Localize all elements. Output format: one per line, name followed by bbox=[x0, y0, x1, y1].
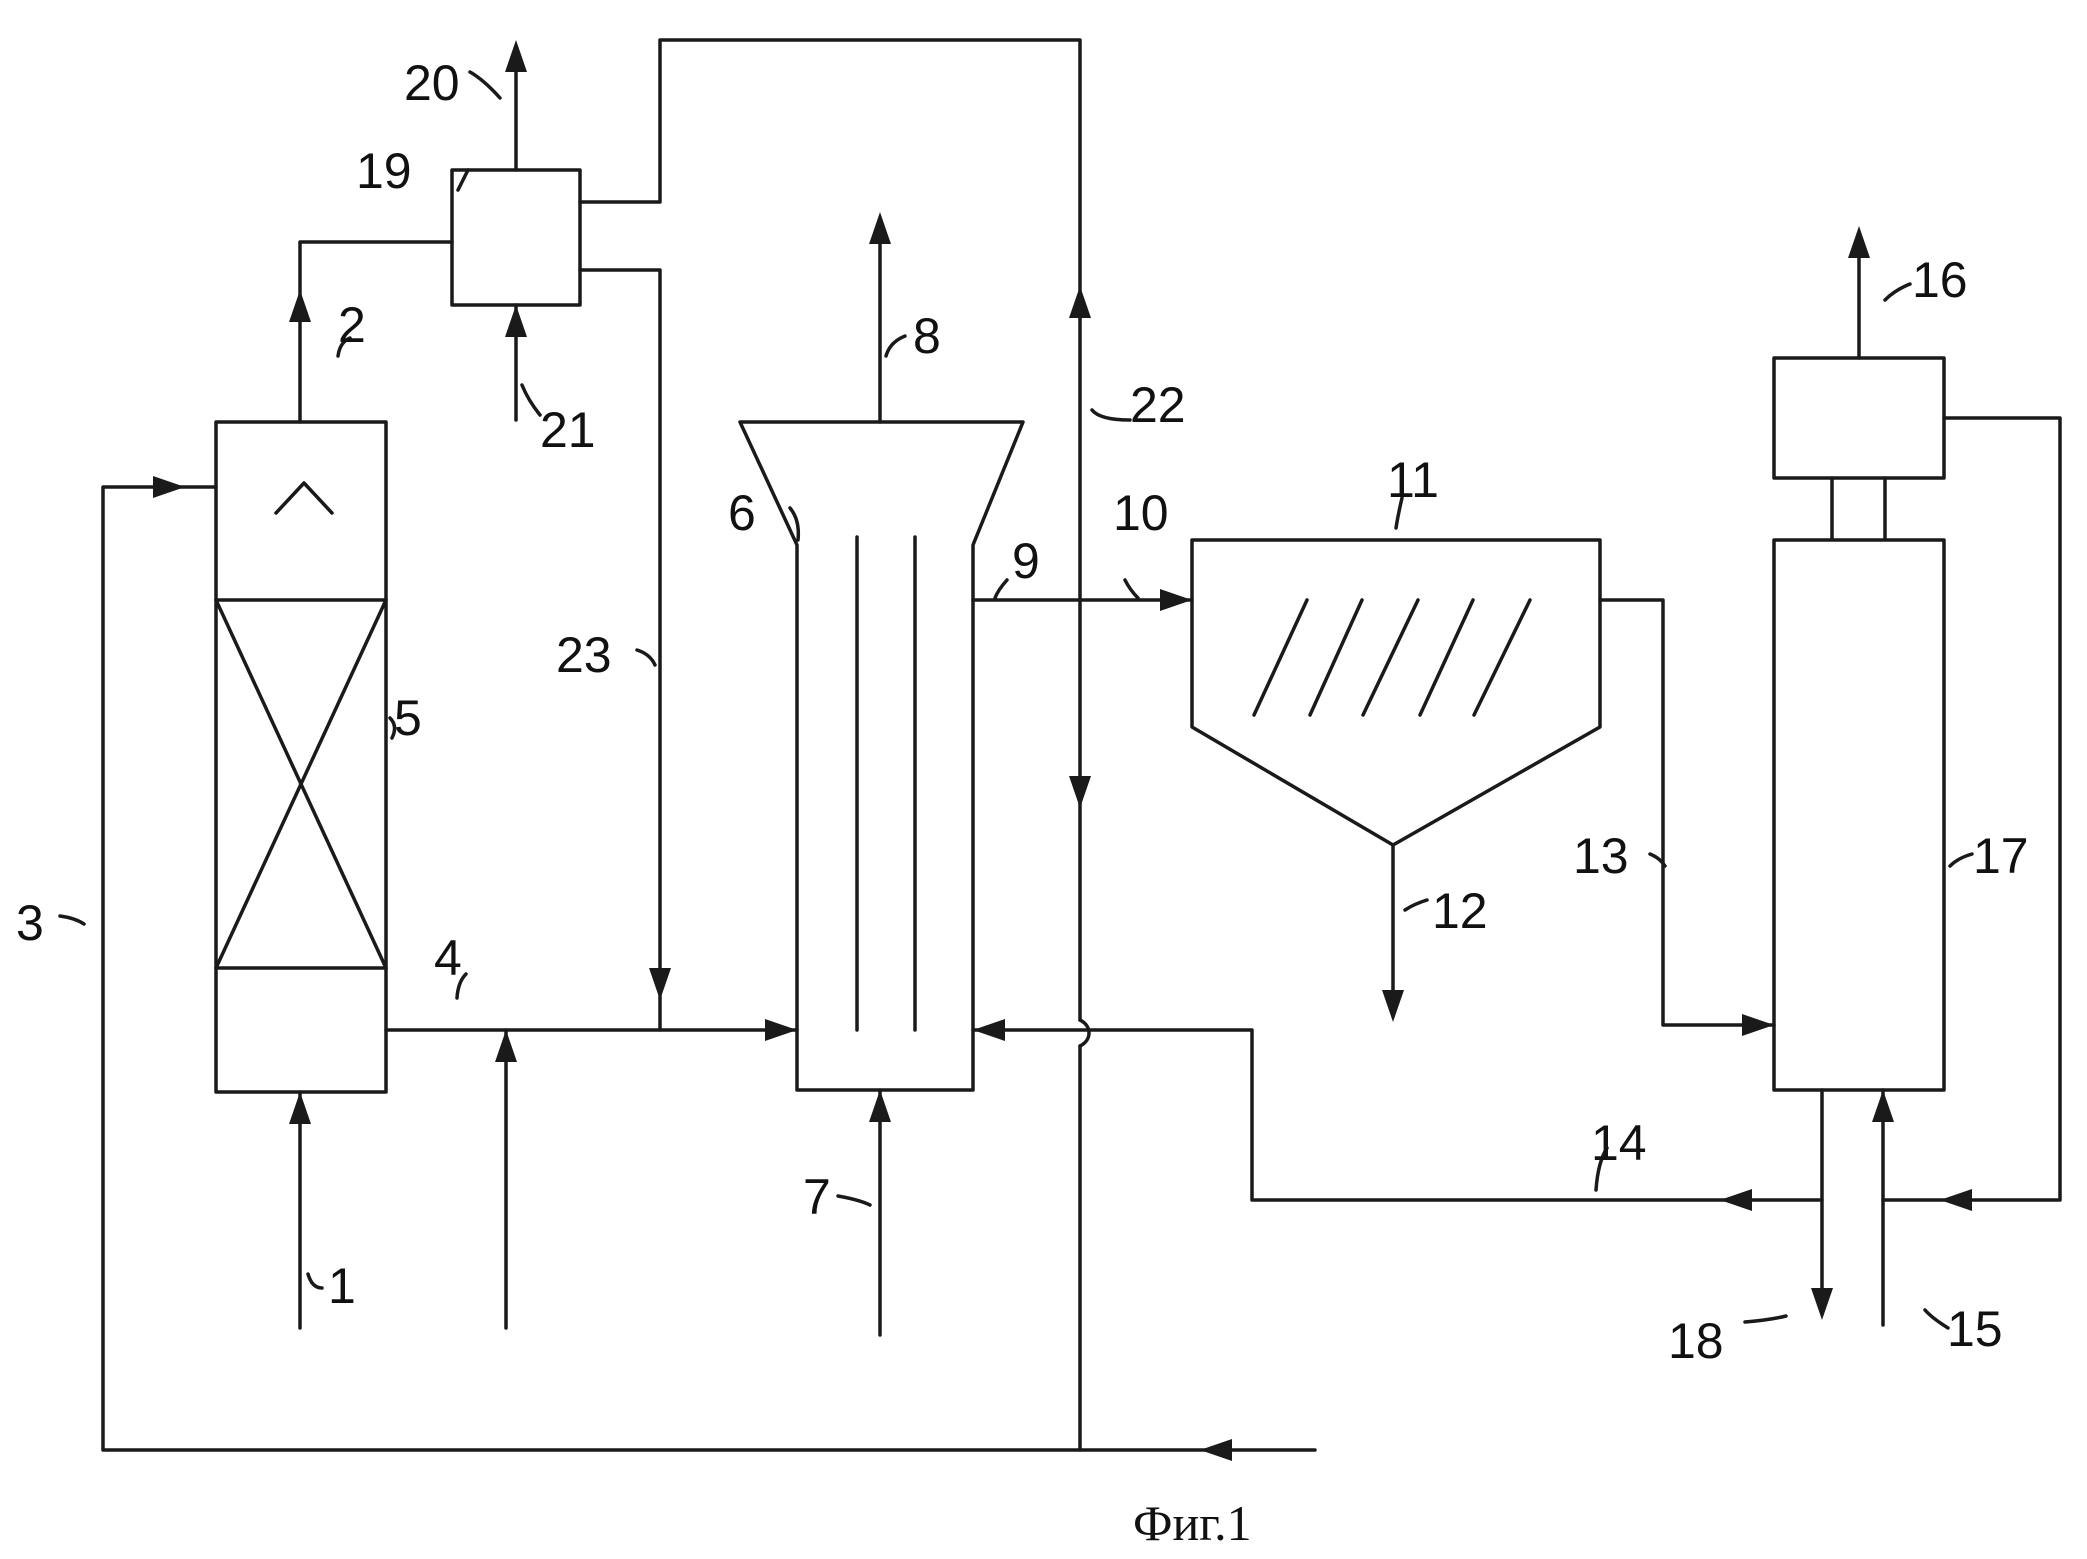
label-10: 10 bbox=[1113, 485, 1169, 541]
label-6: 6 bbox=[728, 485, 756, 541]
label-21: 21 bbox=[540, 402, 596, 458]
label-2: 2 bbox=[338, 297, 366, 353]
label-1: 1 bbox=[328, 1258, 356, 1314]
flow-arrows bbox=[153, 40, 1972, 1461]
label-5: 5 bbox=[394, 690, 422, 746]
figure-caption: Фиг.1 bbox=[1133, 1495, 1252, 1551]
label-18: 18 bbox=[1668, 1313, 1724, 1369]
label-9: 9 bbox=[1012, 533, 1040, 589]
label-20: 20 bbox=[404, 55, 460, 111]
reactor-6 bbox=[740, 422, 1023, 1090]
label-12: 12 bbox=[1432, 883, 1488, 939]
settler-11 bbox=[1192, 540, 1600, 845]
label-13: 13 bbox=[1573, 828, 1629, 884]
label-7: 7 bbox=[803, 1169, 831, 1225]
unit-19 bbox=[452, 170, 580, 305]
label-11: 11 bbox=[1387, 452, 1439, 508]
label-16: 16 bbox=[1912, 252, 1968, 308]
label-15: 15 bbox=[1947, 1301, 2003, 1357]
label-14: 14 bbox=[1591, 1115, 1647, 1171]
label-17: 17 bbox=[1973, 828, 2029, 884]
label-23: 23 bbox=[556, 627, 612, 683]
label-8: 8 bbox=[913, 308, 941, 364]
column-5 bbox=[216, 422, 386, 1092]
label-4: 4 bbox=[434, 930, 462, 986]
label-22: 22 bbox=[1130, 377, 1186, 433]
label-3: 3 bbox=[16, 895, 44, 951]
label-19: 19 bbox=[356, 143, 412, 199]
column-17 bbox=[1774, 358, 1944, 1090]
